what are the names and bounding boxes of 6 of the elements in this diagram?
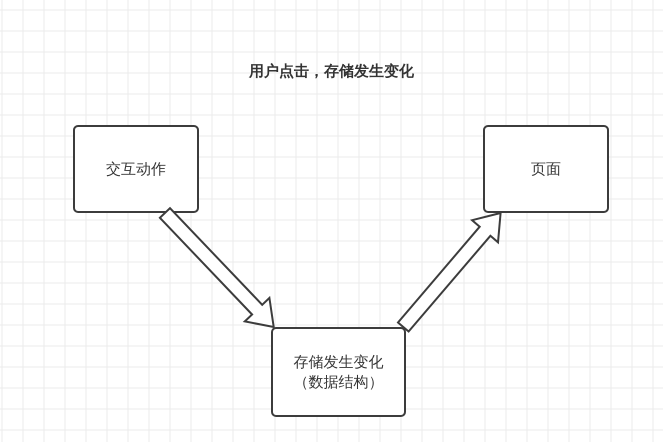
block-arrow bbox=[158, 206, 275, 328]
process-box: 存储发生变化（数据结构） bbox=[271, 327, 406, 417]
process-box: 页面 bbox=[483, 125, 609, 213]
process-box: 交互动作 bbox=[73, 125, 199, 213]
title: 用户点击，存储发生变化 bbox=[249, 62, 414, 80]
block-arrow bbox=[396, 212, 502, 333]
